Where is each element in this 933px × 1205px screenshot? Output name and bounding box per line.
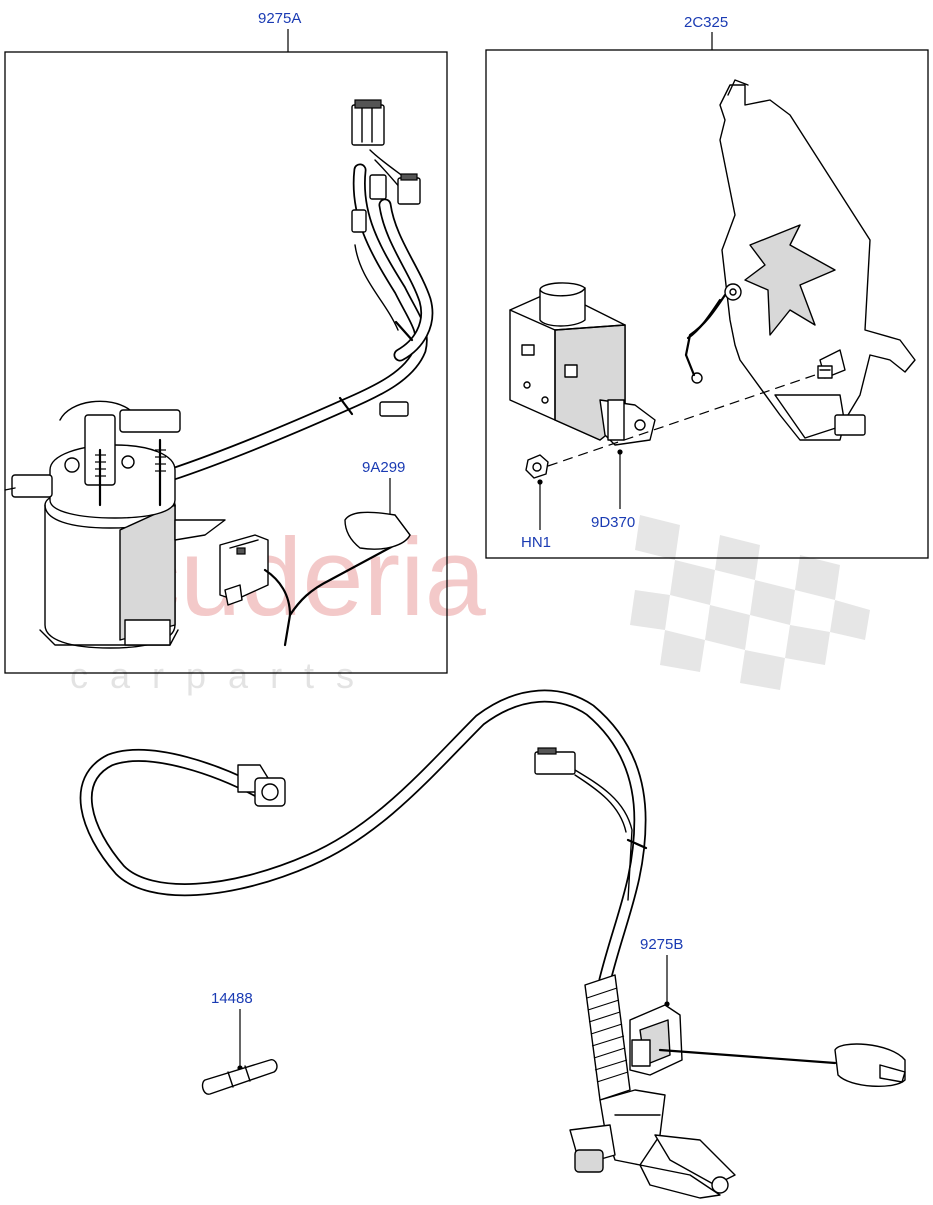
fuel-pump-assembly-frame xyxy=(4,51,448,674)
label-fuel-sender-assembly[interactable]: 9275B xyxy=(640,936,683,953)
label-connector-pin[interactable]: 14488 xyxy=(211,990,253,1007)
control-module-drawing xyxy=(509,282,816,479)
checkered-flag-icon xyxy=(630,515,870,690)
fuel-sender-assembly-drawing xyxy=(79,689,906,1199)
bracket-assembly-drawing xyxy=(684,79,916,441)
bracket-assembly-frame xyxy=(485,49,929,559)
label-nut[interactable]: HN1 xyxy=(521,534,551,551)
connector-pin-drawing xyxy=(201,1059,278,1095)
label-control-module[interactable]: 9D370 xyxy=(591,514,635,531)
label-fuel-pump-assembly[interactable]: 9275A xyxy=(258,10,301,27)
label-fuel-sender-unit[interactable]: 9A299 xyxy=(362,459,405,476)
label-bracket-assembly[interactable]: 2C325 xyxy=(684,14,728,31)
leader-dot xyxy=(537,479,543,485)
watermark: scuderia c a r p a r t s xyxy=(70,515,870,696)
fuel-pump-assembly-drawing xyxy=(4,99,434,649)
fuel-sender-unit-drawing xyxy=(219,511,411,647)
leader-dot xyxy=(617,449,623,455)
watermark-tagline: c a r p a r t s xyxy=(70,655,360,696)
